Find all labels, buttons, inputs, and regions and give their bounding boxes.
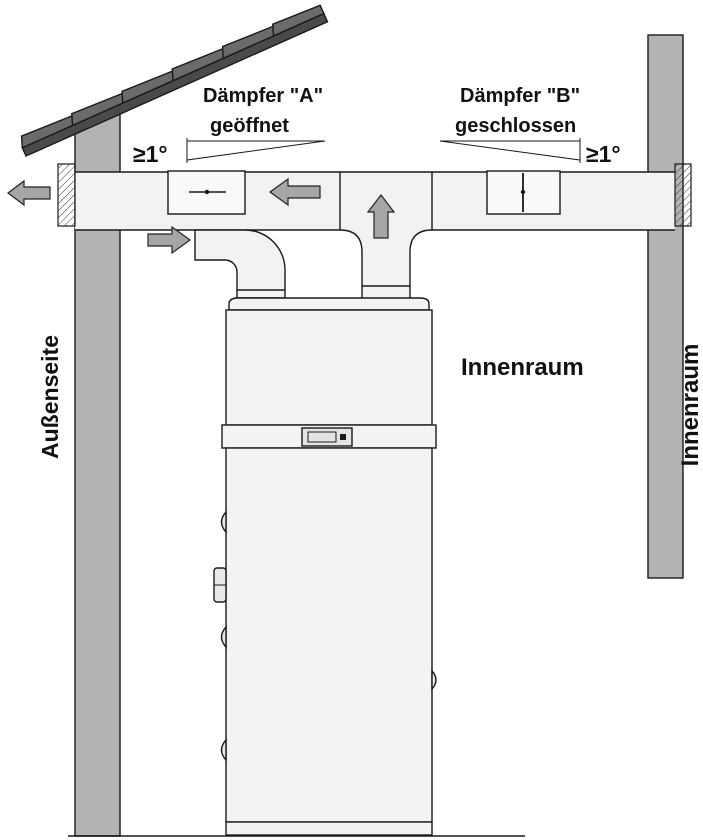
indoor-wall-label: Innenraum	[677, 344, 703, 467]
unit-lower-body	[225, 447, 433, 823]
slope-indicator-b	[439, 140, 581, 161]
damper-b-pivot	[520, 189, 526, 195]
arrow-right-icon	[147, 225, 192, 255]
slope-angle-b-label: ≥1°	[586, 141, 621, 167]
t-branch-left-edge	[339, 229, 363, 298]
unit-pipe-connector	[431, 669, 437, 691]
damper-a-pivot	[204, 189, 210, 195]
unit-base	[225, 821, 433, 836]
unit-display-screen	[307, 431, 337, 443]
outside-wall-label: Außenseite	[37, 335, 63, 459]
damper-b-state: geschlossen	[455, 115, 576, 137]
unit-display-button	[340, 434, 346, 440]
unit-pipe-connector	[220, 510, 227, 534]
roof-shingle	[272, 4, 325, 37]
unit-top-cap	[228, 297, 430, 311]
roof	[20, 4, 329, 157]
heat-pump-unit	[213, 297, 437, 836]
intake-elbow-duct	[194, 229, 286, 299]
inner-wall-right	[647, 34, 684, 579]
arrow-left-icon	[268, 177, 321, 207]
t-branch-duct	[340, 230, 432, 298]
slope-indicator-a	[186, 140, 326, 161]
damper-b-title: Dämpfer "B"	[460, 85, 580, 107]
indoor-room-label: Innenraum	[461, 354, 584, 381]
slope-angle-a-label: ≥1°	[133, 141, 168, 167]
unit-upper-body	[225, 309, 433, 426]
damper-a-title: Dämpfer "A"	[203, 85, 323, 107]
damper-a-state: geöffnet	[210, 115, 289, 137]
unit-pipe-connector	[220, 738, 227, 762]
arrow-left-icon	[7, 179, 51, 207]
duct-terminal-right	[674, 163, 692, 227]
unit-pipe-connector	[220, 625, 227, 649]
duct-terminal-left	[57, 163, 76, 227]
arrow-up-icon	[366, 194, 396, 239]
t-branch-right-edge	[409, 229, 433, 298]
